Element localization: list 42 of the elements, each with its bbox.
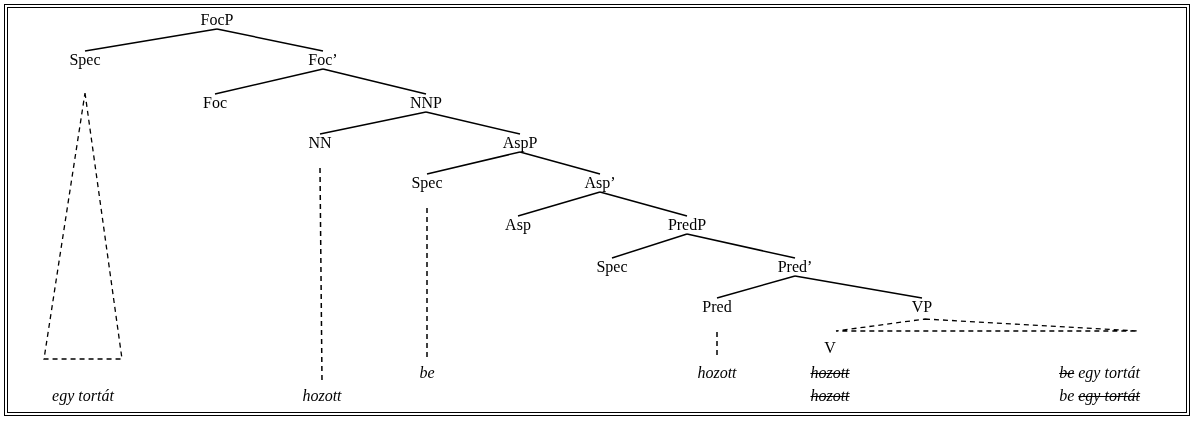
branch-line bbox=[322, 68, 427, 95]
category-label: Pred’ bbox=[777, 259, 813, 275]
category-label: VP bbox=[911, 299, 933, 315]
branch-line bbox=[216, 28, 324, 52]
branch-line bbox=[425, 111, 521, 135]
category-label: Foc’ bbox=[308, 52, 338, 68]
branch-line bbox=[686, 233, 796, 259]
word-label: be bbox=[419, 365, 435, 381]
word-label: egy tortát bbox=[52, 388, 114, 404]
struck-word: hozott bbox=[810, 387, 850, 404]
category-label: Spec bbox=[411, 175, 443, 191]
category-label: Spec bbox=[596, 259, 628, 275]
struck-word: egy tortát bbox=[1078, 387, 1140, 404]
category-label: Asp bbox=[505, 217, 531, 233]
category-label: FocP bbox=[200, 12, 234, 28]
category-label: NNP bbox=[410, 95, 442, 111]
word-label: hozott bbox=[302, 388, 342, 404]
category-label: V bbox=[824, 340, 836, 356]
struck-word: be bbox=[1059, 364, 1075, 381]
branch-line bbox=[611, 233, 688, 259]
word-label: hozott bbox=[697, 365, 737, 381]
branch-line bbox=[319, 111, 427, 135]
branch-line bbox=[599, 191, 688, 217]
category-label: Pred bbox=[702, 299, 732, 315]
category-label: Asp’ bbox=[584, 175, 616, 191]
struck-word: hozott bbox=[810, 364, 850, 381]
category-label: NN bbox=[308, 135, 332, 151]
dashed-line bbox=[426, 207, 428, 359]
word-label: egy tortát bbox=[1078, 364, 1140, 381]
branch-line bbox=[716, 275, 796, 299]
branch-line bbox=[519, 151, 601, 175]
branch-line bbox=[214, 68, 324, 95]
category-label: PredP bbox=[667, 217, 707, 233]
category-label: AspP bbox=[502, 135, 538, 151]
branch-line bbox=[794, 275, 923, 299]
category-label: Foc bbox=[203, 95, 227, 111]
dashed-line bbox=[319, 167, 323, 382]
category-label: Spec bbox=[69, 52, 101, 68]
branch-line bbox=[84, 28, 218, 52]
branch-line bbox=[517, 191, 601, 217]
word-label: be bbox=[1059, 387, 1075, 404]
branch-line bbox=[426, 151, 521, 175]
